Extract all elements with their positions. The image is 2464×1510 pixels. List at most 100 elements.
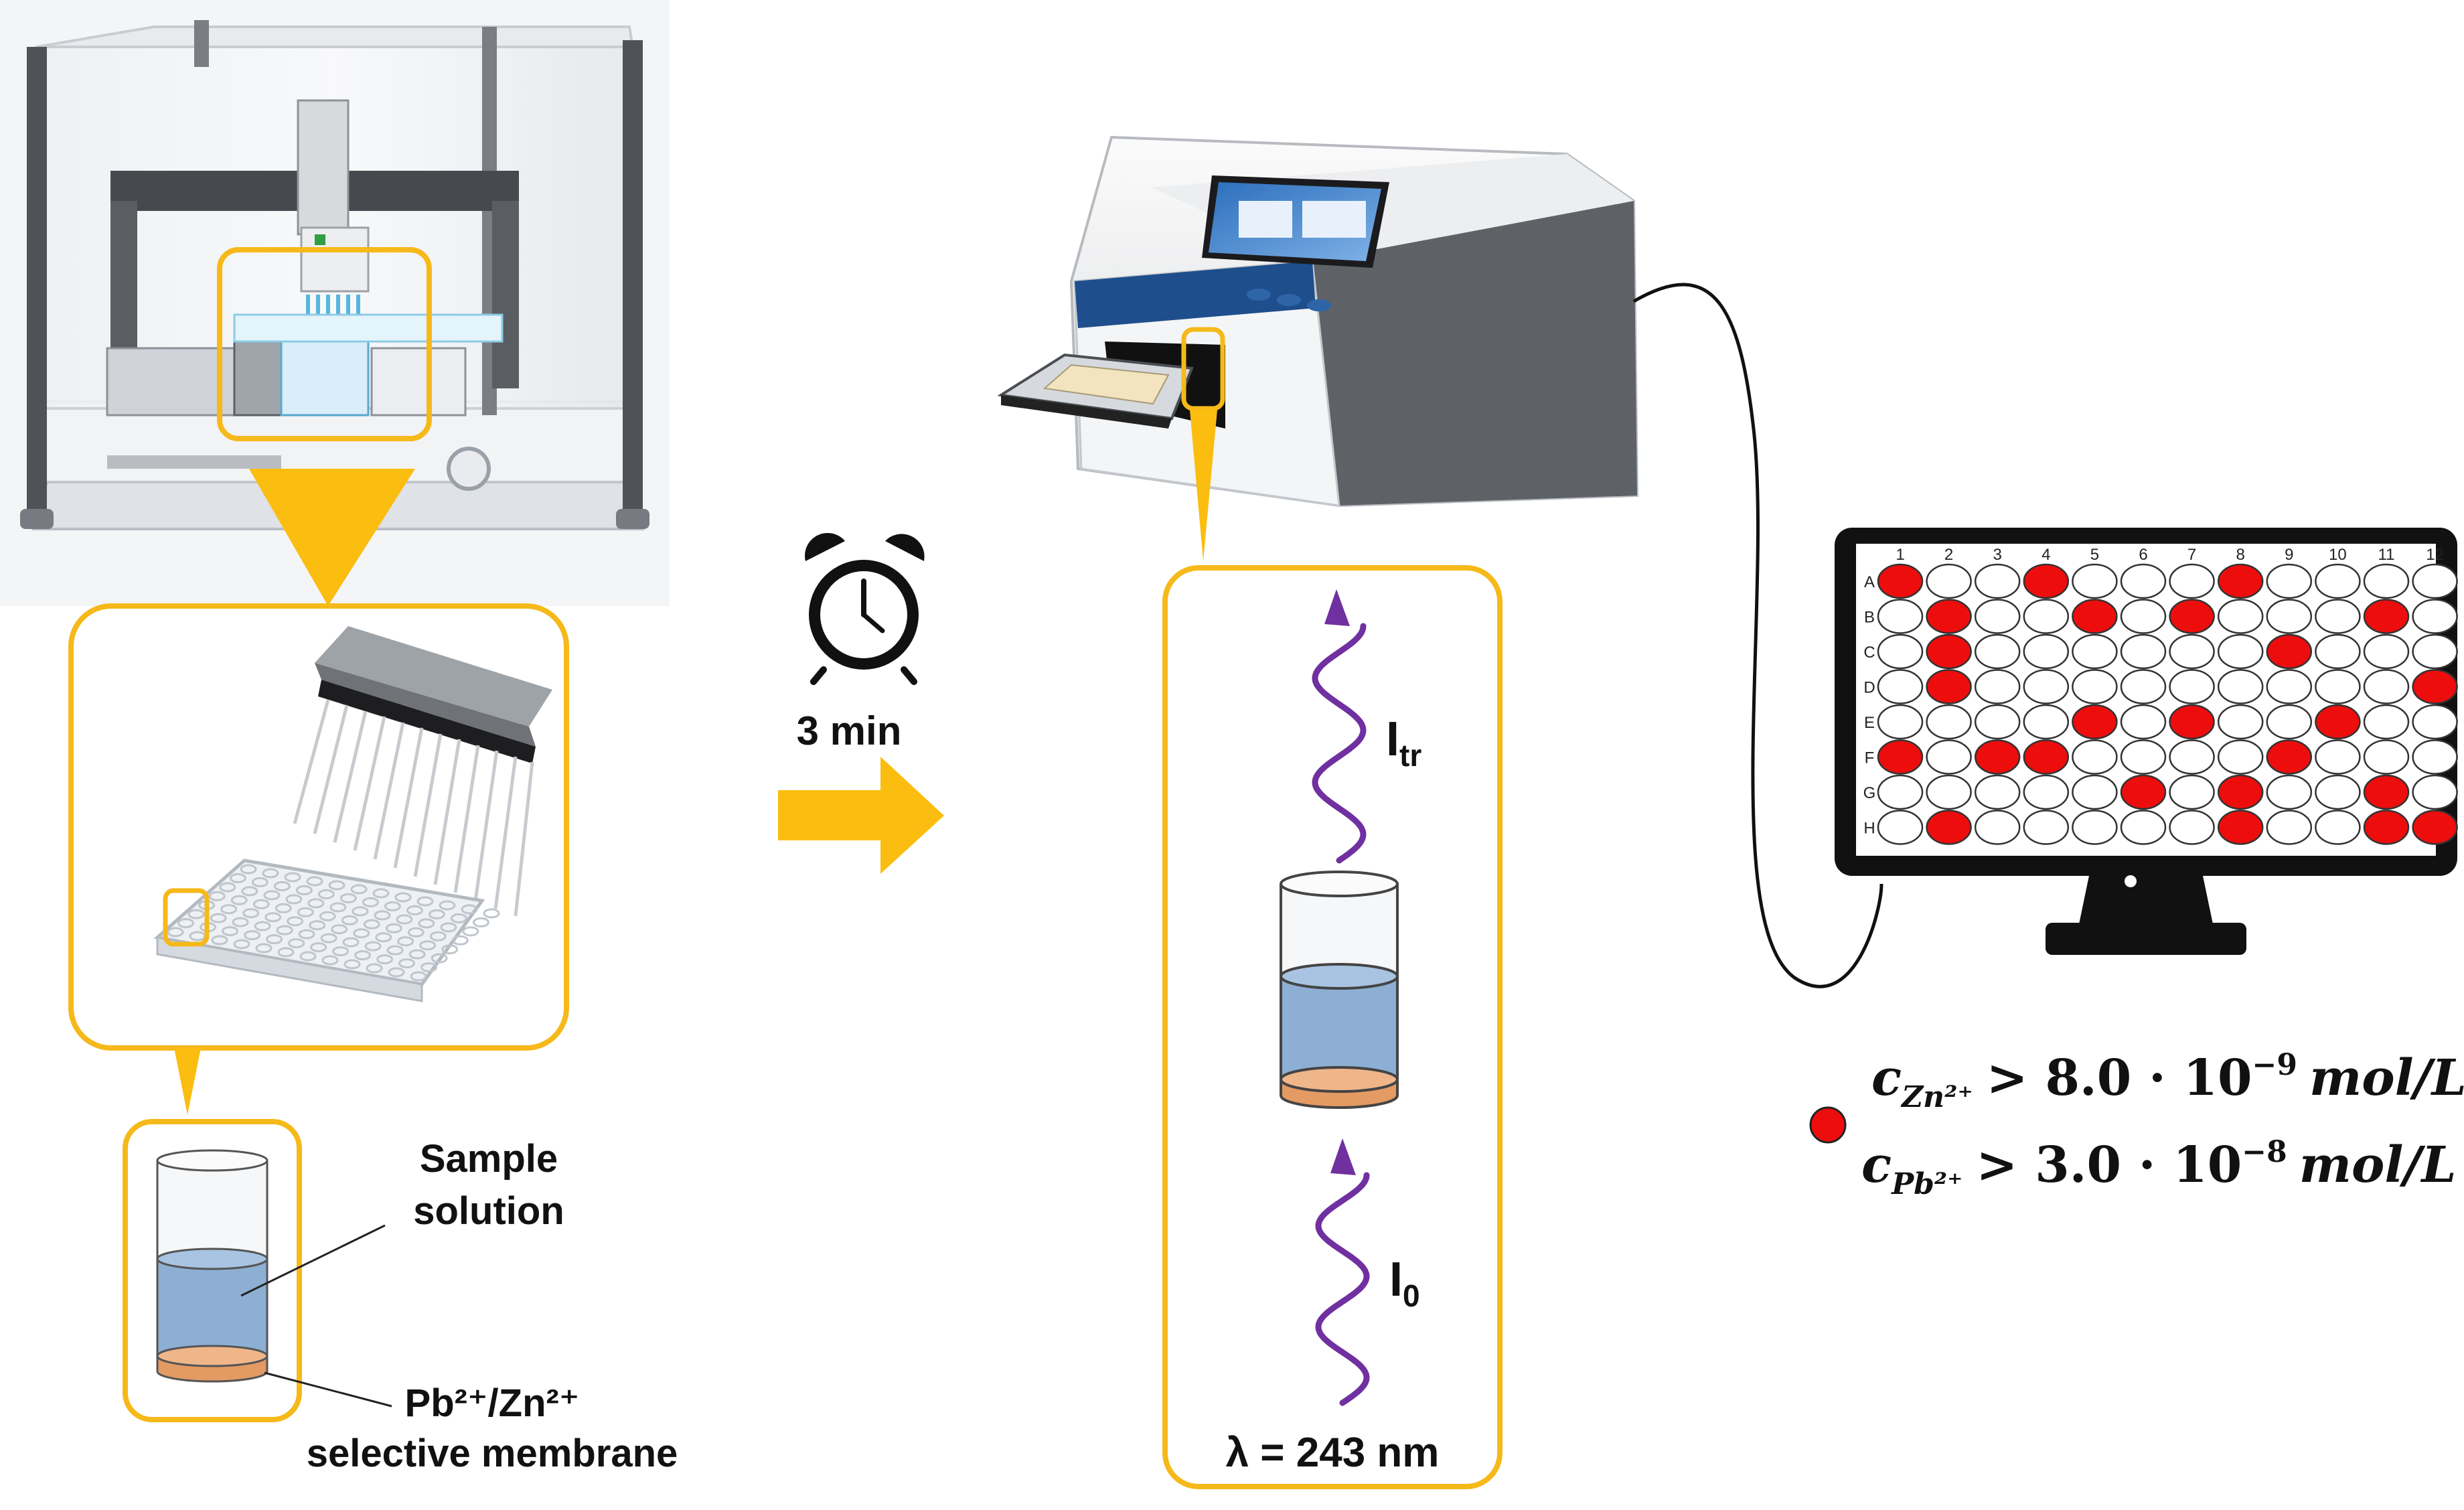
mini-well <box>350 884 368 895</box>
plate-well-positive <box>2120 774 2167 810</box>
mini-well <box>354 950 372 961</box>
stopwatch-icon <box>805 532 925 685</box>
plate-column-label: 2 <box>1944 546 1953 564</box>
mini-well <box>483 908 500 919</box>
plate-column-label: 10 <box>2329 546 2347 564</box>
microplate-reader <box>997 135 1639 508</box>
mini-well <box>319 911 336 921</box>
plate-well <box>2217 669 2264 704</box>
mini-well <box>263 890 281 901</box>
plate-well <box>1926 774 1972 810</box>
mini-well <box>416 896 434 907</box>
mini-well <box>240 864 257 875</box>
liquid-handling-station <box>0 0 670 606</box>
plate-well-positive <box>2412 810 2458 845</box>
mini-well <box>343 959 361 970</box>
plate-well <box>2120 633 2167 670</box>
plate-well <box>2266 774 2313 810</box>
plate-well <box>2072 774 2118 810</box>
plate-well <box>1974 774 2021 810</box>
plate-well <box>2363 704 2410 740</box>
mini-well <box>385 923 402 933</box>
mini-well <box>298 929 315 939</box>
plate-well <box>2217 633 2264 670</box>
plate-well-positive <box>1926 633 1972 670</box>
plate-column-label: 4 <box>2042 546 2050 564</box>
plate-well <box>1974 599 2021 634</box>
plate-row-label: D <box>1863 679 1875 697</box>
incident-light-arrowhead <box>1330 1138 1356 1175</box>
plate-well <box>2266 599 2313 634</box>
mini-well <box>254 921 271 931</box>
mini-well <box>428 909 445 919</box>
mini-well <box>352 906 369 917</box>
plate-well-positive <box>2023 563 2070 599</box>
plate-well-positive <box>2363 810 2410 845</box>
plate-well <box>1877 633 1924 670</box>
plate-well <box>2315 563 2361 599</box>
legend-positive-dot <box>1809 1106 1847 1144</box>
data-cable <box>1632 283 1883 988</box>
mini-well <box>287 916 304 927</box>
plate-well <box>2023 633 2070 670</box>
mini-well <box>230 895 248 905</box>
plate-well <box>2120 704 2167 740</box>
transmitted-light-arrowhead <box>1324 589 1350 626</box>
sample-leader-line <box>240 1224 386 1297</box>
mini-well <box>275 903 292 913</box>
plate-column-label: 3 <box>1993 546 2002 564</box>
plate-well <box>2363 563 2410 599</box>
plate-well-positive <box>2169 704 2215 740</box>
mini-well <box>366 963 383 974</box>
mini-well <box>232 917 249 927</box>
plate-well <box>1926 739 1972 775</box>
plate-well <box>2315 739 2361 775</box>
mini-well <box>374 910 391 921</box>
plate-well <box>1877 669 1924 704</box>
plate-well <box>1974 633 2021 670</box>
plate-well <box>2072 669 2118 704</box>
incident-intensity-label: I0 <box>1389 1253 1420 1313</box>
plate-well <box>2315 810 2361 845</box>
plate-well-positive <box>2072 599 2118 634</box>
plate-column-label: 1 <box>1896 546 1904 564</box>
plate-column-label: 5 <box>2090 546 2099 564</box>
cuvette <box>1280 871 1399 1109</box>
mini-well <box>210 913 227 923</box>
mini-well <box>219 882 236 893</box>
well-highlight-box <box>163 888 210 947</box>
right-arrow-icon <box>778 757 944 874</box>
plate-well <box>2266 669 2313 704</box>
plate-well <box>2412 739 2458 775</box>
plate-well <box>2315 599 2361 634</box>
mini-well <box>440 922 457 933</box>
mini-well <box>229 873 246 883</box>
plate-well-positive <box>2169 599 2215 634</box>
mini-well <box>321 955 339 966</box>
mini-well <box>407 927 425 937</box>
mini-well <box>285 894 303 905</box>
plate-well-positive <box>1926 810 1972 845</box>
plate-well <box>2412 633 2458 670</box>
plate-well-positive <box>2412 669 2458 704</box>
reader-well-highlight <box>1181 327 1225 411</box>
multichannel-pipette <box>293 626 552 917</box>
plate-column-label: 6 <box>2139 546 2147 564</box>
mini-well <box>388 967 405 978</box>
mini-well <box>329 902 347 913</box>
mini-well <box>364 941 382 952</box>
mini-well <box>177 918 195 929</box>
incident-light-wave <box>1315 1172 1370 1406</box>
mini-well <box>297 907 314 917</box>
plate-well-positive <box>2072 704 2118 740</box>
plate-well-positive <box>1926 669 1972 704</box>
mini-well <box>397 936 414 947</box>
mini-well <box>353 928 370 939</box>
mini-well <box>372 888 390 899</box>
mini-well <box>394 892 412 903</box>
plate-well <box>1974 669 2021 704</box>
mini-well <box>222 926 239 937</box>
plate-well <box>1974 810 2021 845</box>
mini-well <box>396 914 413 925</box>
